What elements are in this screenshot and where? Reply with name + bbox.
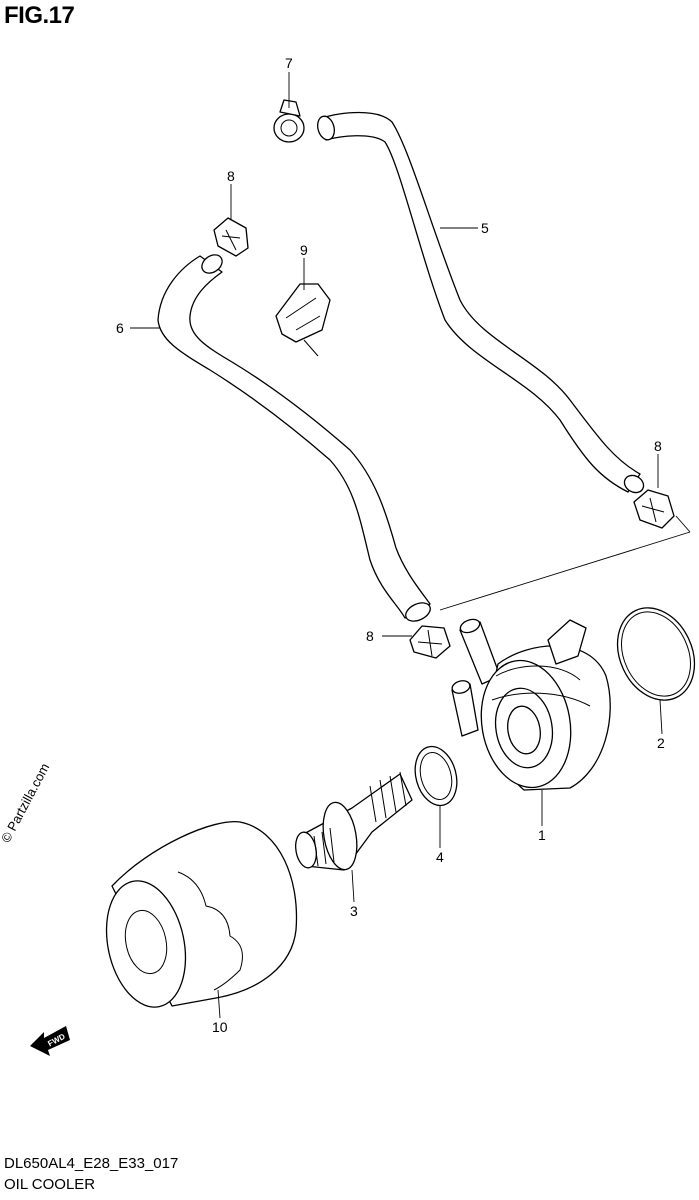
callout-8: 8: [227, 168, 235, 184]
o-ring-small[interactable]: [409, 742, 463, 810]
callout-4: 4: [436, 849, 444, 865]
callout-10: 10: [212, 1019, 228, 1035]
diagram-name: OIL COOLER: [4, 1176, 96, 1193]
callout-1: 1: [538, 827, 546, 843]
forward-direction-icon: FWD: [30, 1026, 70, 1056]
callout-8: 8: [366, 628, 374, 644]
callout-8: 8: [654, 438, 662, 454]
connection-leader-lines: [439, 515, 691, 611]
callout-leaders: [130, 72, 663, 1019]
o-ring-large[interactable]: [603, 595, 699, 712]
callout-6: 6: [116, 320, 124, 336]
callout-5: 5: [481, 220, 489, 236]
hose-upper[interactable]: [315, 111, 646, 496]
oil-cooler[interactable]: [451, 617, 611, 795]
union-bolt[interactable]: [293, 771, 413, 872]
hose-lower[interactable]: [157, 251, 433, 625]
callout-2: 2: [657, 735, 665, 751]
hose-clamp[interactable]: [409, 625, 451, 659]
hose-clamp[interactable]: [633, 489, 675, 529]
hose-clip[interactable]: [275, 283, 331, 357]
callout-7: 7: [285, 55, 293, 71]
diagram-code: DL650AL4_E28_E33_017: [4, 1155, 179, 1172]
oil-filter[interactable]: [96, 820, 298, 1015]
hose-clamp-top[interactable]: [273, 99, 305, 143]
callout-9: 9: [300, 242, 308, 258]
hose-clamp[interactable]: [213, 217, 249, 257]
figure-title: FIG.17: [4, 2, 75, 29]
callout-3: 3: [350, 903, 358, 919]
